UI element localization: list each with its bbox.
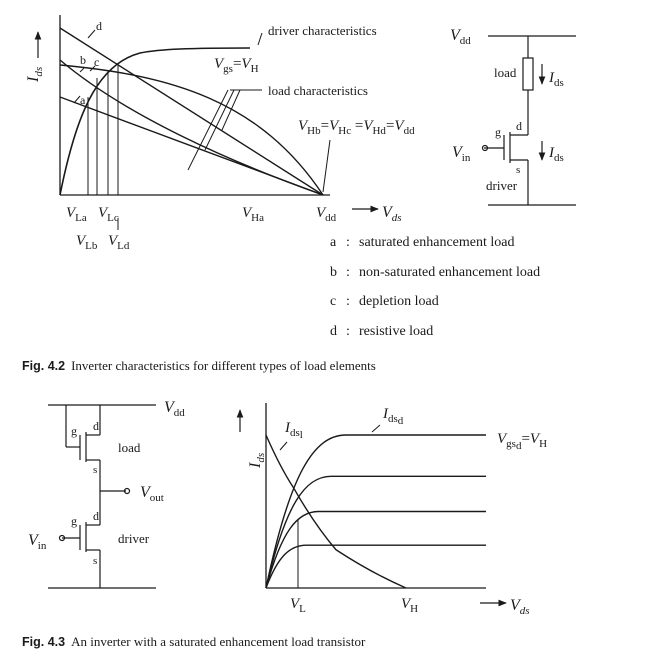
fig42-circuit-driver: driver <box>486 178 518 193</box>
fig42-circuit-vin-terminal <box>481 144 489 152</box>
fig43-driver-curve <box>265 544 486 589</box>
fig43-vout-terminal <box>123 487 131 495</box>
fig42-tick-vlb: VLb <box>76 233 98 252</box>
fig43-load-curve <box>265 434 407 589</box>
fig42-leader-c <box>89 65 96 72</box>
fig43-vin: Vin <box>28 532 47 552</box>
fig42-leader-load-1 <box>187 89 229 171</box>
fig43-g1: g <box>71 424 77 438</box>
fig43-g2: g <box>71 514 77 528</box>
fig43-d1: d <box>93 419 99 433</box>
fig43-leader-idsd <box>371 424 381 433</box>
fig42-legend: a:saturated enhancement load b:non-satur… <box>330 235 540 339</box>
fig43-idsl-label: Idsl <box>284 420 303 441</box>
fig42-curve-d <box>59 27 324 196</box>
fig43-tick-vl: VL <box>290 596 306 615</box>
fig43-driver-curve <box>265 475 486 589</box>
fig43-d2: d <box>93 509 99 523</box>
fig42-circuit-d: d <box>516 119 522 133</box>
fig43-caption-number: Fig. 4.3 <box>22 635 66 649</box>
fig42-driver-curve <box>59 47 251 196</box>
fig42-circuit-vdd: Vdd <box>450 27 471 47</box>
fig42-curve-a-label: a <box>80 93 86 107</box>
fig42-curve-b <box>59 59 324 196</box>
fig43-caption: Fig. 4.3 An inverter with a saturated enh… <box>22 634 365 650</box>
fig42-xlabel: Vds <box>382 204 402 224</box>
fig43-vout: Vout <box>140 484 164 504</box>
fig43-circuit <box>48 404 156 589</box>
fig42-curve-b-label: b <box>80 53 86 67</box>
legend-item: a:saturated enhancement load <box>330 235 514 250</box>
fig43-vin-terminal <box>58 534 66 542</box>
fig43-chart: Ids Idsl Idsd Vgsd=VH VL VH Vds <box>236 403 547 617</box>
fig43-load: load <box>118 440 141 455</box>
fig42-tick-vla: VLa <box>66 205 87 224</box>
fig42-leader-b <box>79 67 85 73</box>
fig42-circuit-ids-bottom: Ids <box>548 145 564 164</box>
fig42-leader-load-3 <box>221 89 241 131</box>
fig43-driver-curve <box>265 434 486 589</box>
fig42-driver-label: driver characteristics <box>268 23 377 38</box>
fig43-ylabel: Ids <box>247 453 267 469</box>
fig43-tick-vh: VH <box>401 596 418 615</box>
fig42-leader-veq <box>322 139 331 193</box>
fig42-circuit <box>481 35 576 206</box>
legend-item: c:depletion load <box>330 294 439 309</box>
fig42-circuit-ids-top: Ids <box>548 70 564 89</box>
fig42-circuit-g: g <box>495 125 501 139</box>
fig42-circuit-load-resistor <box>522 57 534 91</box>
fig42-leader-a <box>73 95 81 104</box>
fig42-leader-driver <box>257 32 263 46</box>
fig43-s2: s <box>93 555 97 567</box>
fig42-ylabel: Ids <box>25 67 45 83</box>
fig42-circuit-s: s <box>516 164 520 176</box>
fig42-tick-vdd: Vdd <box>316 205 337 224</box>
fig43-driver-curve <box>265 510 486 589</box>
fig43-vgsd-label: Vgsd=VH <box>497 431 547 452</box>
fig42-circuit-labels: Vdd load Ids g d s Vin Ids driver <box>450 27 564 193</box>
fig42-circuit-vin: Vin <box>452 144 471 164</box>
fig43-circuit-labels: Vdd g d s load Vout g d s Vin driver <box>28 399 185 567</box>
fig42-veq-label: VHb=VHc =VHd=Vdd <box>298 118 415 137</box>
fig42-curve-c-label: c <box>94 55 99 69</box>
fig42-caption: Fig. 4.2 Inverter characteristics for dif… <box>22 358 376 374</box>
fig42-caption-number: Fig. 4.2 <box>22 359 66 373</box>
legend-item: b:non-saturated enhancement load <box>330 265 540 280</box>
fig42-circuit-load: load <box>494 65 517 80</box>
fig42-tick-vld: VLd <box>108 233 130 252</box>
fig43-leader-idsl <box>279 441 288 451</box>
fig42-chart-labels: Ids driver characteristics load characte… <box>25 19 415 252</box>
fig42-vgs-label: Vgs=VH <box>214 56 259 75</box>
fig42-tick-vha: VHa <box>242 205 264 224</box>
fig42-tick-vlc: VLc <box>98 205 119 224</box>
fig43-caption-text: An inverter with a saturated enhancement… <box>71 634 366 649</box>
fig43-idsd-label: Idsd <box>382 406 404 427</box>
fig42-load-label: load characteristics <box>268 83 368 98</box>
fig42-leader-load-2 <box>204 89 235 151</box>
fig42-curve-c <box>59 64 324 196</box>
fig43-driver: driver <box>118 531 150 546</box>
fig43-s1: s <box>93 464 97 476</box>
fig42-caption-text: Inverter characteristics for different t… <box>71 358 376 373</box>
legend-item: d:resistive load <box>330 324 433 339</box>
fig42-chart <box>34 15 379 230</box>
fig42-leader-d <box>87 29 96 39</box>
fig43-xlabel: Vds <box>510 597 530 617</box>
fig42-curve-d-label: d <box>96 19 102 33</box>
fig43-vdd: Vdd <box>164 399 185 419</box>
